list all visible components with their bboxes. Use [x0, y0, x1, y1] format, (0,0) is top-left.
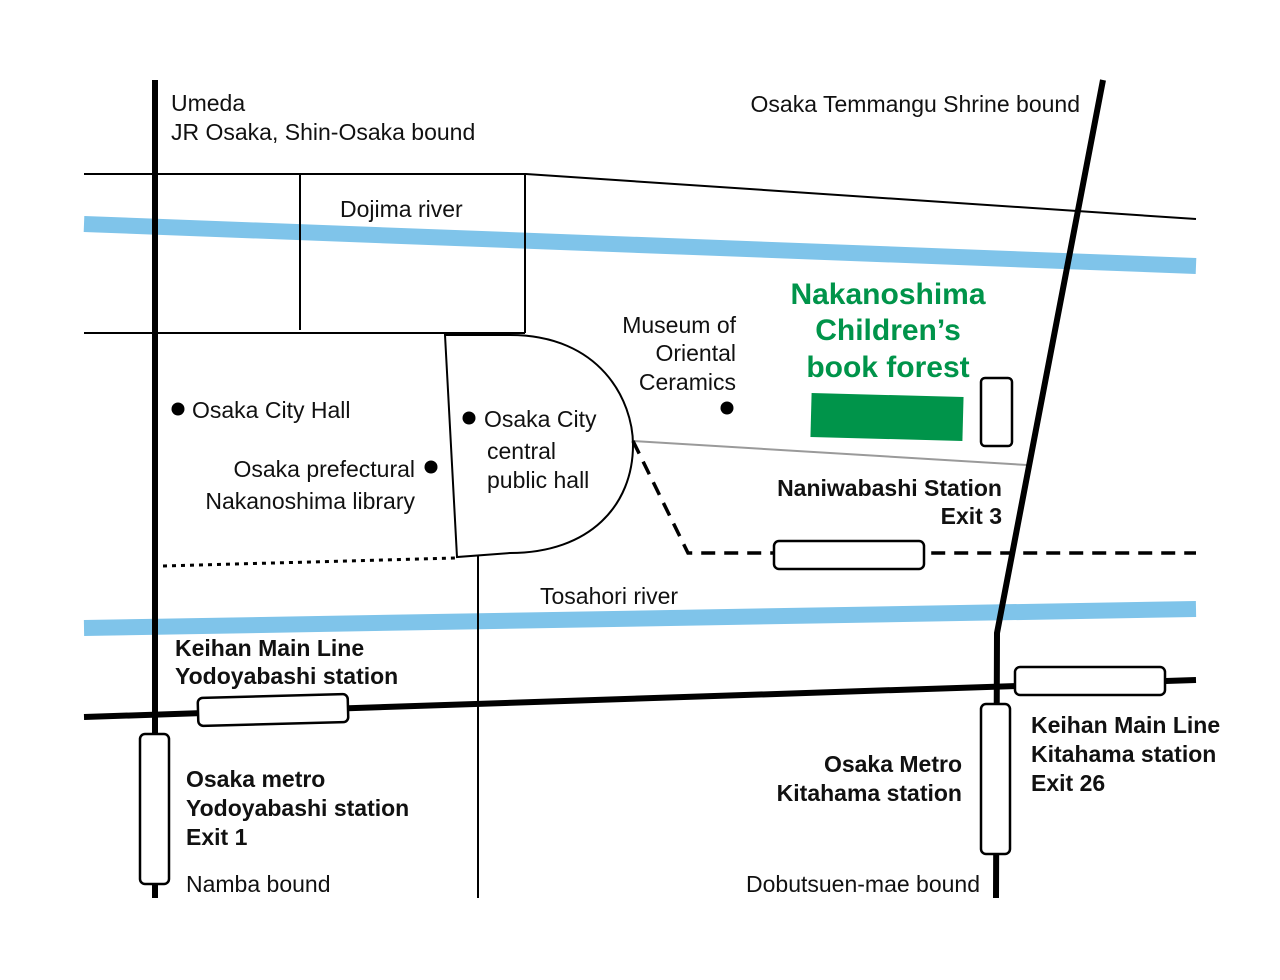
book-forest-label-2: Children’s	[815, 314, 961, 347]
book-forest-label-1: Nakanoshima	[790, 278, 985, 311]
road-to-naniwabashi	[632, 440, 1028, 466]
metro-yodoyabashi-label-1: Osaka metro	[186, 766, 325, 792]
museum-label-2: Oriental	[655, 340, 736, 366]
keihan-kitahama-station-box	[1013, 665, 1167, 697]
keihan-yodoyabashi-station-box	[196, 692, 350, 728]
keihan-kitahama-label-1: Keihan Main Line	[1031, 712, 1220, 738]
city-hall-dot	[171, 402, 185, 416]
small-building	[979, 376, 1014, 448]
nakanoshima-line-dashed	[631, 440, 1196, 555]
metro-kitahama-station-box	[979, 702, 1012, 856]
keihan-yodoyabashi-label-1: Keihan Main Line	[175, 635, 364, 661]
public-hall-label-2: central	[487, 438, 556, 464]
dobutsuen-label: Dobutsuen-mae bound	[746, 871, 980, 897]
dojima-river	[83, 216, 1197, 274]
public-hall-dot	[462, 411, 476, 425]
namba-label: Namba bound	[186, 871, 331, 897]
book-forest-label-3: book forest	[806, 351, 969, 384]
tosahori-river	[83, 601, 1197, 636]
island-edge-dotted	[162, 556, 457, 568]
keihan-yodoyabashi-label-2: Yodoyabashi station	[175, 663, 398, 689]
metro-yodoyabashi-label-2: Yodoyabashi station	[186, 795, 409, 821]
library-dot	[424, 460, 438, 474]
public-hall-label-3: public hall	[487, 467, 589, 493]
metro-kitahama-label-1: Osaka Metro	[824, 751, 962, 777]
keihan-kitahama-label-3: Exit 26	[1031, 770, 1105, 796]
museum-label-1: Museum of	[622, 312, 736, 338]
umeda-label: Umeda	[171, 90, 245, 116]
public-hall-building	[443, 334, 635, 559]
public-hall-label-1: Osaka City	[484, 406, 597, 432]
city-hall-label: Osaka City Hall	[192, 397, 350, 423]
naniwabashi-station-box	[772, 539, 926, 571]
temmangu-label: Osaka Temmangu Shrine bound	[751, 91, 1080, 117]
metro-yodoyabashi-label-3: Exit 1	[186, 824, 248, 850]
metro-yodoyabashi-station-box	[138, 732, 171, 886]
metro-kitahama-label-2: Kitahama station	[777, 780, 962, 806]
naniwabashi-label-2: Exit 3	[941, 503, 1002, 529]
dojima-river-label: Dojima river	[340, 196, 463, 222]
umeda-direction-label: JR Osaka, Shin-Osaka bound	[171, 119, 475, 145]
museum-label-3: Ceramics	[639, 369, 736, 395]
museum-dot	[720, 401, 734, 415]
naniwabashi-label-1: Naniwabashi Station	[777, 475, 1002, 501]
road-north	[84, 173, 1197, 220]
keihan-kitahama-label-2: Kitahama station	[1031, 741, 1216, 767]
library-label-2: Nakanoshima library	[205, 488, 415, 514]
library-label-1: Osaka prefectural	[233, 456, 415, 482]
book-forest-building	[810, 393, 964, 441]
tosahori-river-label: Tosahori river	[540, 583, 678, 609]
